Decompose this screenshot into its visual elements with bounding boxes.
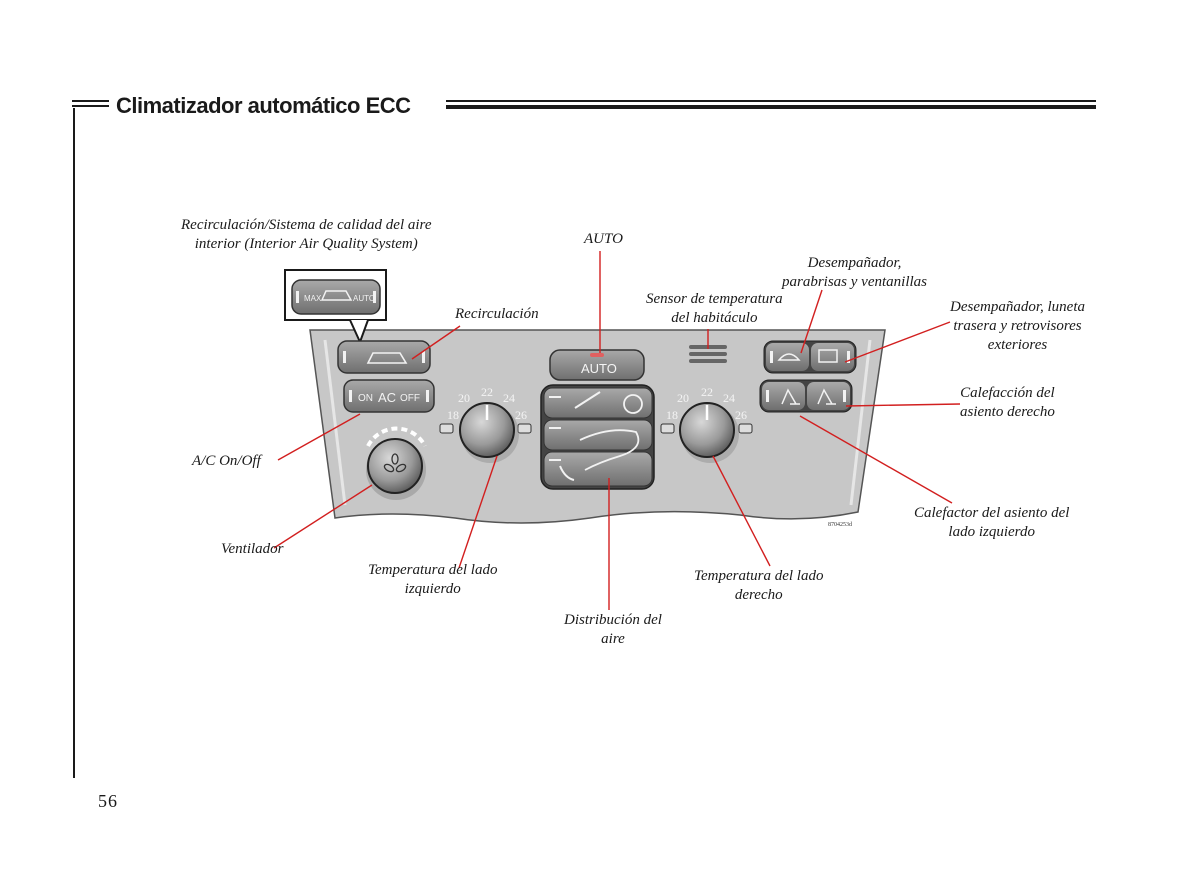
- windshield-defrost-button: [766, 343, 809, 371]
- left-seat-icon: [781, 388, 800, 405]
- header-rule-left-bottom: [72, 105, 109, 107]
- left-temp-tick-24: 24: [503, 391, 515, 405]
- recirculation-car-icon: [366, 352, 408, 364]
- right-temp-knob: [679, 402, 735, 458]
- left-margin-rule: [73, 108, 75, 778]
- ac-off-text: OFF: [400, 393, 420, 404]
- fan-knob: [367, 438, 423, 494]
- left-temp-tick-26: 26: [515, 408, 527, 422]
- inset-car-icon: [320, 290, 353, 301]
- ac-button: [343, 379, 435, 413]
- auto-button: [549, 349, 645, 381]
- header-rule-left-top: [72, 100, 109, 102]
- page-title: Climatizador automático ECC: [116, 93, 411, 118]
- page-number: 56: [98, 791, 118, 811]
- left-seat-heater-button: [762, 382, 805, 410]
- ac-label-text: AC: [378, 390, 396, 405]
- label-windshield-defrost: Desempañador, parabrisas y ventanillas: [782, 255, 927, 290]
- fan-icon: [383, 453, 407, 473]
- label-auto: AUTO: [584, 231, 623, 247]
- callout-lines: [273, 251, 961, 610]
- label-fan: Ventilador: [221, 541, 284, 557]
- label-left-temp: Temperatura del lado izquierdo: [368, 562, 498, 597]
- left-temp-tick-20: 20: [458, 391, 470, 405]
- left-temp-knob: [459, 402, 515, 458]
- inset-auto-text: AUTO: [353, 294, 375, 303]
- header-rule-right-thin: [446, 100, 1096, 102]
- right-temp-tick-26: 26: [735, 408, 747, 422]
- left-temp-tick-18: 18: [447, 408, 459, 422]
- label-recirculation: Recirculación: [455, 306, 539, 322]
- right-temp-tick-22: 22: [701, 385, 713, 399]
- label-recirc-iaqs: Recirculación/Sistema de calidad del air…: [181, 217, 432, 252]
- right-temp-tick-24: 24: [723, 391, 735, 405]
- header-rule-right-thick: [446, 105, 1096, 109]
- air-dist-button-top: [543, 387, 653, 419]
- recirculation-button: [337, 340, 431, 374]
- windshield-defrost-icon: [777, 353, 801, 361]
- right-seat-icon: [817, 388, 836, 405]
- air-windshield-icon: [574, 391, 601, 409]
- label-ac-onoff: A/C On/Off: [192, 453, 261, 469]
- label-right-seat-heater: Calefacción del asiento derecho: [960, 385, 1055, 420]
- label-right-temp: Temperatura del lado derecho: [694, 568, 824, 603]
- cabin-sensor-grille: [689, 345, 727, 363]
- label-cabin-sensor: Sensor de temperatura del habitáculo: [646, 291, 783, 326]
- ac-on-text: ON: [358, 393, 373, 404]
- label-air-distribution: Distribución del aire: [564, 612, 662, 647]
- label-rear-defrost: Desempañador, luneta trasera y retroviso…: [950, 299, 1085, 353]
- air-floor-arrow: [559, 465, 575, 481]
- air-seat-icon: [579, 429, 640, 471]
- inset-max-text: MAX: [304, 294, 322, 303]
- auto-button-text: AUTO: [581, 361, 617, 376]
- image-code: 8704253d: [828, 522, 852, 528]
- rear-defrost-icon: [818, 349, 838, 363]
- air-dist-button-bottom: [543, 451, 653, 487]
- left-temp-tick-22: 22: [481, 385, 493, 399]
- right-temp-tick-18: 18: [666, 408, 678, 422]
- air-dist-button-middle: [543, 419, 653, 451]
- label-left-seat-heater: Calefactor del asiento del lado izquierd…: [914, 505, 1070, 540]
- right-temp-tick-20: 20: [677, 391, 689, 405]
